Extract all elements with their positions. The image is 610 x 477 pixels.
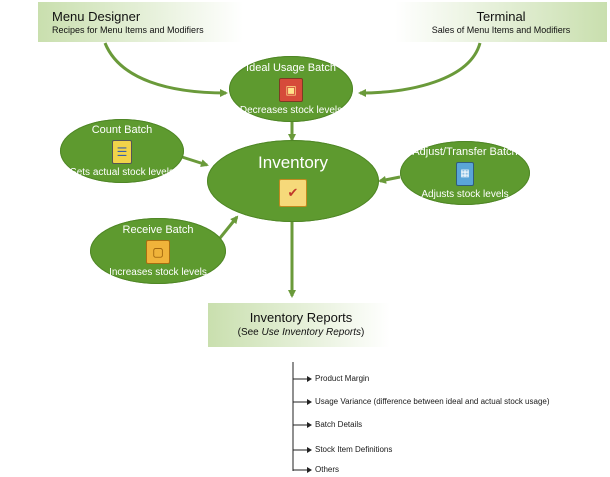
ideal-usage-batch-node: Ideal Usage Batch ▣ Decreases stock leve… [229, 56, 353, 122]
use-inventory-reports-link[interactable]: Use Inventory Reports [261, 327, 362, 338]
adjust-transfer-subtitle: Adjusts stock levels [421, 188, 509, 200]
reports-bg [208, 303, 390, 347]
see-suffix: ) [361, 327, 365, 338]
terminal-box: Terminal Sales of Menu Items and Modifie… [398, 5, 604, 39]
arrow-receive-to-inventory [218, 215, 239, 239]
menu-designer-subtitle: Recipes for Menu Items and Modifiers [52, 24, 204, 35]
receive-batch-node: Receive Batch ▢ Increases stock levels [90, 218, 226, 284]
report-item: Batch Details [315, 420, 363, 429]
report-item: Product Margin [315, 374, 370, 383]
menu-designer-box: Menu Designer Recipes for Menu Items and… [52, 5, 242, 39]
arrow-count-to-inventory [181, 155, 209, 167]
menu-designer-bg [38, 2, 243, 42]
report-item: Others [315, 465, 340, 474]
arrow-menu-to-ideal [103, 42, 228, 97]
receive-batch-subtitle: Increases stock levels [109, 266, 207, 278]
report-item: Usage Variance (difference between ideal… [315, 397, 550, 406]
stack-icon: ▣ [279, 77, 303, 102]
arrow-terminal-to-ideal [358, 42, 482, 97]
inventory-title: Inventory [258, 152, 328, 172]
inventory-node: Inventory ✔ [207, 140, 379, 222]
calculator-icon: ▦ [456, 161, 474, 186]
see-prefix: (See [237, 327, 262, 338]
inventory-reports-title: Inventory Reports [249, 310, 353, 325]
terminal-title: Terminal [476, 8, 526, 24]
terminal-bg [395, 2, 607, 42]
adjust-transfer-batch-node: Adjust/Transfer Batch ▦ Adjusts stock le… [400, 141, 530, 205]
clipboard-icon: ☰ [112, 139, 132, 164]
report-tree [292, 362, 308, 471]
inventory-reports-box: Inventory Reports (See Use Inventory Rep… [213, 306, 389, 344]
ideal-usage-title: Ideal Usage Batch [246, 61, 336, 74]
inventory-reports-see: (See Use Inventory Reports) [238, 326, 365, 340]
menu-designer-title: Menu Designer [52, 8, 141, 24]
ideal-usage-subtitle: Decreases stock levels [239, 104, 343, 116]
count-batch-node: Count Batch ☰ Sets actual stock levels [60, 119, 184, 183]
arrow-adjust-to-inventory [378, 175, 401, 184]
count-batch-title: Count Batch [91, 123, 153, 136]
adjust-transfer-title: Adjust/Transfer Batch [412, 145, 518, 158]
terminal-subtitle: Sales of Menu Items and Modifiers [431, 24, 571, 35]
receive-batch-title: Receive Batch [122, 223, 194, 236]
box-icon: ▢ [146, 239, 170, 264]
checklist-icon: ✔ [279, 178, 307, 207]
report-item: Stock Item Definitions [315, 445, 393, 454]
count-batch-subtitle: Sets actual stock levels [70, 166, 174, 178]
